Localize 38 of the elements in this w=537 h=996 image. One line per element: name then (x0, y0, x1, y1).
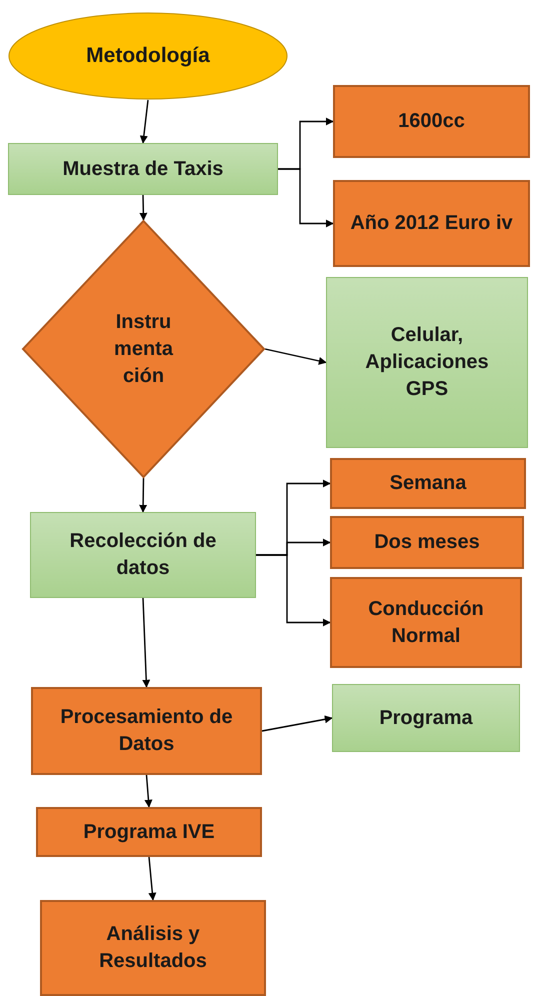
node-label: 1600cc (397, 109, 466, 134)
node-label: Instru menta ción (113, 310, 174, 388)
node-label: Conducción Normal (367, 596, 485, 648)
arrow (139, 194, 148, 221)
node-label: Recolección de datos (68, 529, 218, 581)
node-label: Metodología (86, 42, 210, 69)
process-box (30, 512, 256, 598)
process-box (40, 900, 266, 996)
process-box (330, 458, 526, 509)
arrow (144, 774, 152, 808)
process-box (31, 687, 262, 775)
arrow (148, 856, 156, 901)
process-box (333, 85, 530, 158)
node-label: Análisis y Resultados (98, 922, 208, 974)
node-label: Muestra de Taxis (62, 156, 224, 182)
node-label: Año 2012 Euro iv (349, 211, 514, 236)
arrow (139, 478, 148, 513)
decision-diamond (22, 220, 265, 478)
arrow (256, 554, 331, 626)
process-box (333, 180, 530, 267)
node-label: Programa (378, 706, 474, 730)
process-box (332, 684, 520, 752)
node-label: Celular, Aplicaciones GPS (364, 323, 490, 402)
process-box (36, 807, 262, 857)
arrow (264, 348, 327, 365)
arrow (142, 598, 150, 688)
arrow (140, 100, 149, 144)
node-label: Semana (390, 471, 466, 496)
node-label: Dos meses (374, 530, 480, 555)
arrow (278, 168, 334, 228)
start-ellipse (8, 12, 288, 100)
node-label: Programa IVE (83, 820, 215, 844)
node-label: Procesamiento de Datos (59, 705, 234, 757)
process-box (8, 143, 278, 195)
process-box (330, 516, 524, 569)
process-box (330, 577, 522, 668)
arrow (262, 715, 333, 732)
process-box (326, 277, 528, 448)
